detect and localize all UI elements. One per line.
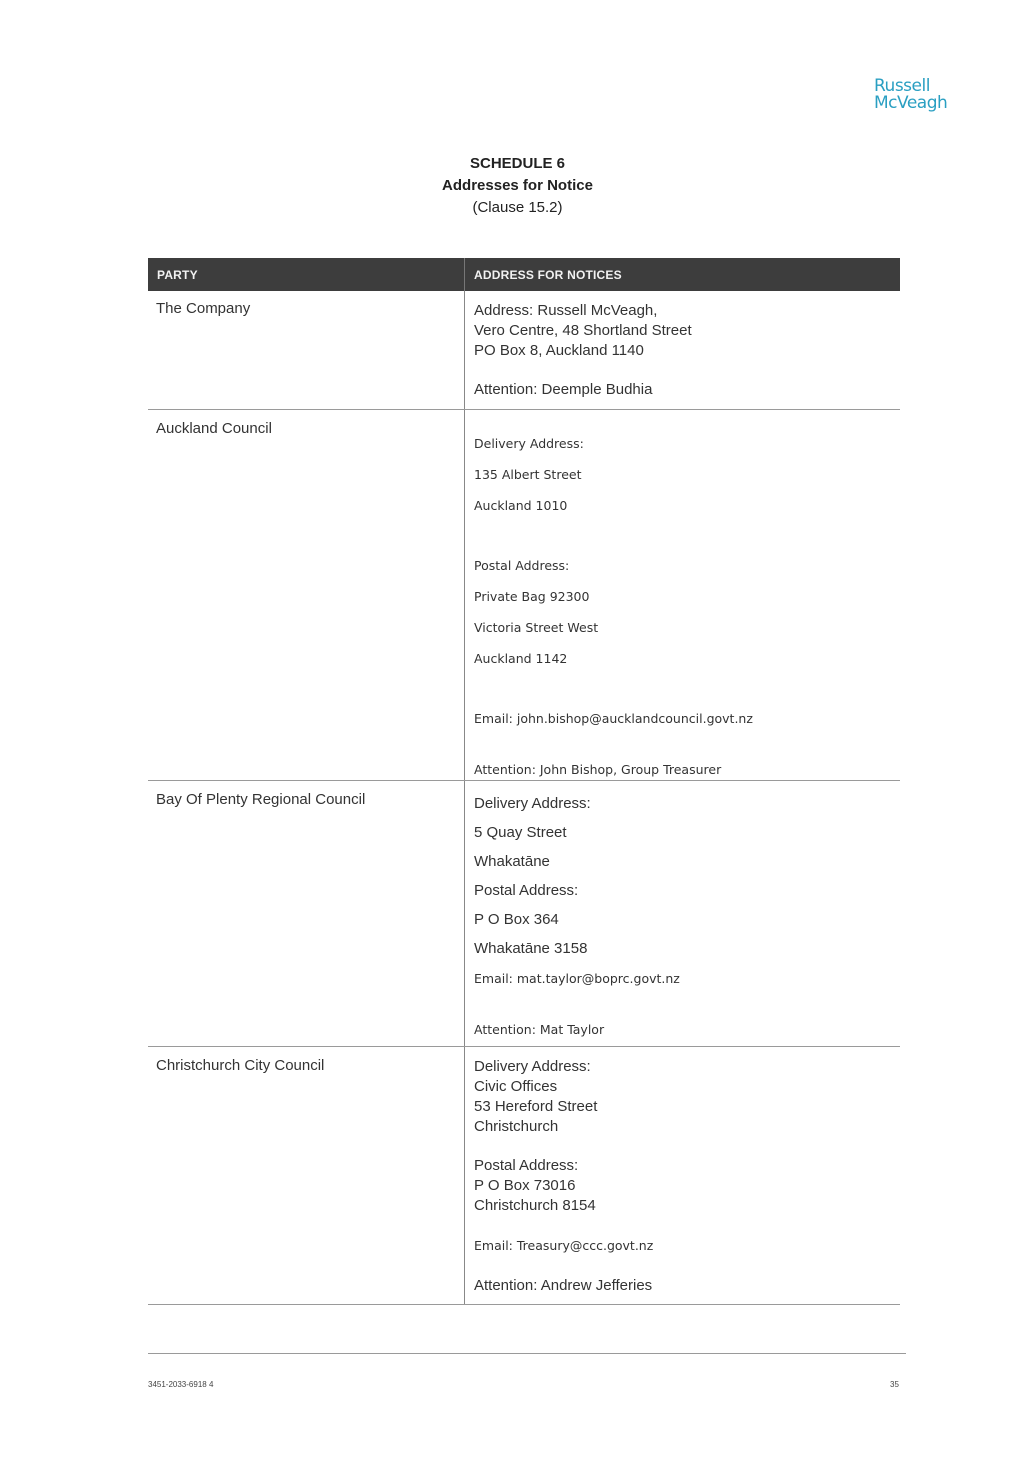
delivery-label: Delivery Address:: [474, 1058, 591, 1075]
schedule-clause: (Clause 15.2): [472, 199, 563, 216]
email-line: Email: mat.taylor@boprc.govt.nz: [474, 971, 680, 986]
document-reference: 3451-2033-6918 4: [148, 1380, 214, 1389]
attention-line: Attention: Mat Taylor: [474, 1022, 605, 1037]
postal-label: Postal Address:: [474, 1157, 579, 1174]
postal-label: Postal Address:: [474, 882, 579, 899]
address-line: Whakatāne: [474, 853, 550, 870]
address-line: 135 Albert Street: [474, 467, 582, 482]
address-line: 53 Hereford Street: [474, 1098, 598, 1115]
logo-line-1: Russell: [874, 76, 930, 96]
table-row-auckland: Auckland Council Delivery Address: 135 A…: [148, 410, 900, 781]
russell-mcveagh-logo: Russell McVeagh: [874, 78, 954, 112]
delivery-label: Delivery Address:: [474, 795, 591, 812]
addresses-table: PARTY ADDRESS FOR NOTICES The Company Ad…: [148, 258, 900, 1305]
email-line: Email: john.bishop@aucklandcouncil.govt.…: [474, 711, 753, 726]
attention-line: Attention: John Bishop, Group Treasurer: [474, 762, 722, 777]
table-row-company: The Company Address: Russell McVeagh, Ve…: [148, 291, 900, 410]
schedule-subtitle: Addresses for Notice: [442, 177, 593, 194]
email-line: Email: Treasury@ccc.govt.nz: [474, 1238, 654, 1253]
address-line: PO Box 8, Auckland 1140: [474, 342, 644, 359]
table-row-christchurch: Christchurch City Council Delivery Addre…: [148, 1047, 900, 1305]
address-line: P O Box 73016: [474, 1177, 576, 1194]
postal-label: Postal Address:: [474, 558, 570, 573]
address-line: Auckland 1010: [474, 498, 568, 513]
header-address: ADDRESS FOR NOTICES: [464, 258, 900, 291]
attention-line: Attention: Andrew Jefferies: [474, 1277, 653, 1294]
address-line: Civic Offices: [474, 1078, 558, 1095]
address-line: Victoria Street West: [474, 620, 599, 635]
address-cell: Delivery Address: Civic Offices 53 Heref…: [464, 1047, 900, 1304]
address-cell: Delivery Address: 135 Albert Street Auck…: [464, 410, 900, 780]
address-line: Private Bag 92300: [474, 589, 590, 604]
address-cell: Delivery Address: 5 Quay Street Whakatān…: [464, 781, 900, 1046]
header-party: PARTY: [157, 267, 198, 282]
address-line: Whakatāne 3158: [474, 940, 588, 957]
party-name: Christchurch City Council: [156, 1057, 325, 1074]
page-number: 35: [890, 1380, 899, 1389]
address-line: 5 Quay Street: [474, 824, 567, 841]
address-line: Auckland 1142: [474, 651, 568, 666]
logo-line-2: McVeagh: [874, 93, 948, 113]
schedule-heading: SCHEDULE 6 Addresses for Notice (Clause …: [0, 153, 1035, 219]
address-cell: Address: Russell McVeagh, Vero Centre, 4…: [464, 291, 900, 409]
party-name: Bay Of Plenty Regional Council: [156, 791, 366, 808]
delivery-label: Delivery Address:: [474, 436, 584, 451]
address-line: Christchurch: [474, 1118, 559, 1135]
address-line: Address: Russell McVeagh,: [474, 302, 658, 319]
party-name: Auckland Council: [156, 420, 272, 437]
address-line: Christchurch 8154: [474, 1197, 596, 1214]
attention-line: Attention: Deemple Budhia: [474, 381, 653, 398]
footer-divider: [148, 1353, 906, 1354]
party-name: The Company: [156, 300, 251, 317]
address-line: P O Box 364: [474, 911, 559, 928]
table-row-bay-of-plenty: Bay Of Plenty Regional Council Delivery …: [148, 781, 900, 1047]
schedule-title: SCHEDULE 6: [469, 155, 566, 172]
address-line: Vero Centre, 48 Shortland Street: [474, 322, 692, 339]
table-header: PARTY ADDRESS FOR NOTICES: [148, 258, 900, 291]
